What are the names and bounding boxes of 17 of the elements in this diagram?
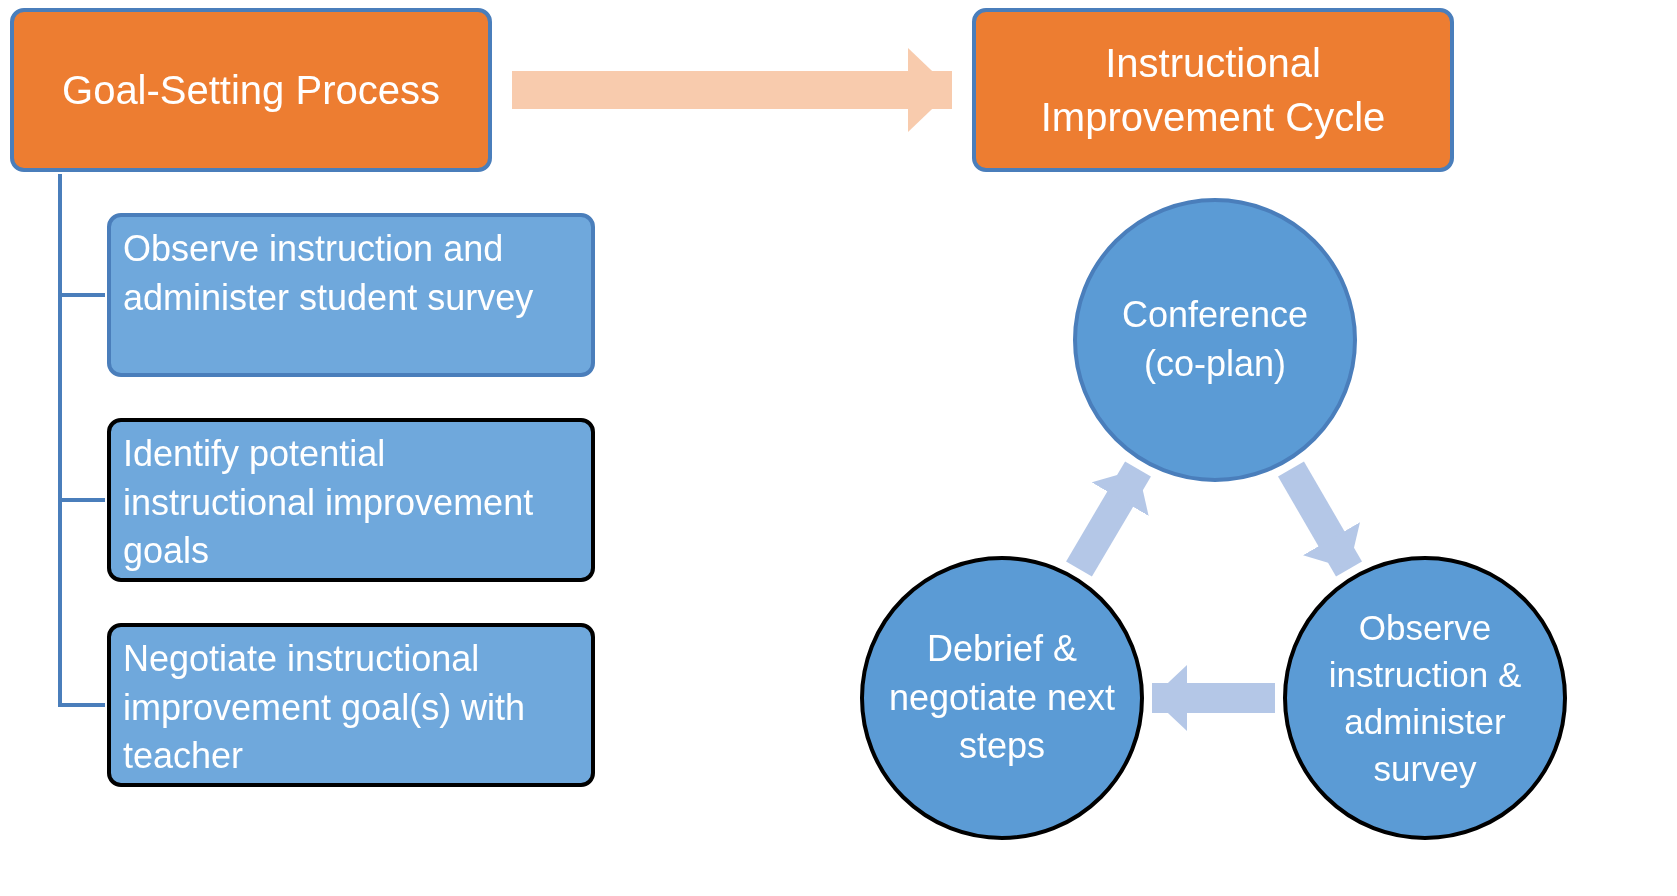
step-box <box>107 418 595 582</box>
block-arrow <box>1152 665 1275 731</box>
circle-label: Debrief & negotiate next steps <box>887 627 1117 769</box>
box-label: Observe instruction and administer student survey <box>123 227 535 320</box>
step-box <box>107 213 595 377</box>
box-label: Identify potential instructional improvement goals <box>123 432 535 574</box>
box-label: Instructional Improvement Cycle <box>1039 40 1387 141</box>
heading-box <box>10 8 492 172</box>
circle-label: Observe instruction & administer survey <box>1327 606 1523 791</box>
block-arrow <box>1066 461 1151 577</box>
step-box <box>107 623 595 787</box>
circle-label: Conference (co-plan) <box>1120 293 1310 386</box>
box-label: Goal-Setting Process <box>62 67 440 114</box>
heading-box <box>972 8 1454 172</box>
block-arrow <box>1278 461 1362 577</box>
block-arrow <box>512 48 952 132</box>
box-label: Negotiate instructional improvement goal(s) with teacher <box>123 637 527 779</box>
